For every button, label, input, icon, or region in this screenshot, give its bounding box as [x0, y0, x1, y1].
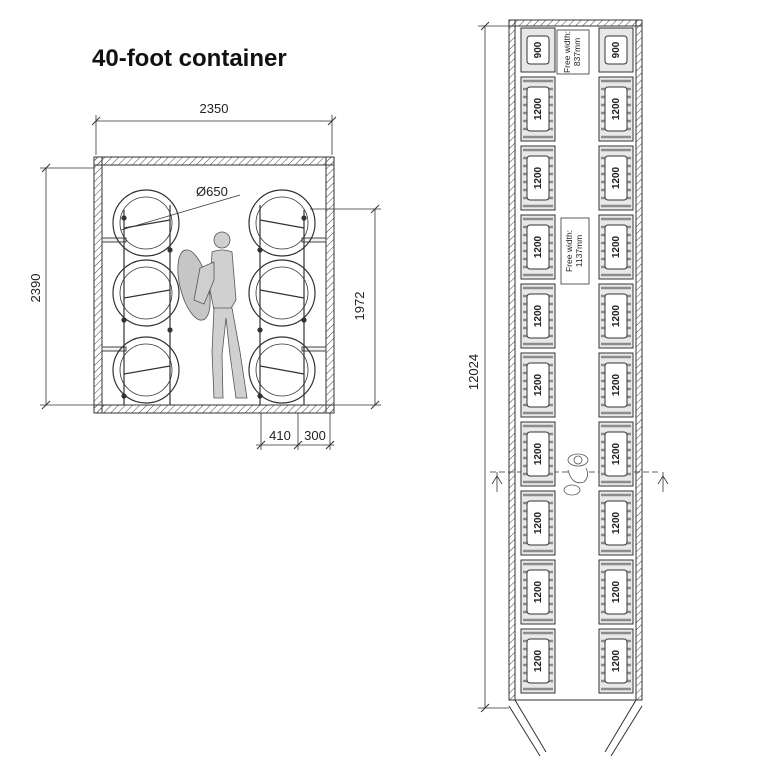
plan-top-modules: 900 900: [520, 27, 634, 73]
tyre-module-right-4: 1200: [598, 283, 634, 349]
tyre-module-right-8: 1200: [598, 559, 634, 625]
tyre-module-label: 1200: [611, 580, 622, 603]
tyre-module-left-5: 1200: [520, 352, 556, 418]
tyre-module-left-6: 1200: [520, 421, 556, 487]
dimension-length: 12024: [466, 21, 509, 713]
plan-tyre-modules: 1200 1200 1200 1200 1200 1200 1200 1200 1200 1200…: [520, 76, 634, 694]
free-width-mid: Free width: 1137mm: [560, 217, 590, 285]
tyre-module-right-9: 1200: [598, 628, 634, 694]
dimension-width: 2350: [91, 101, 337, 155]
plan-view: 12024 900 900 Free w: [466, 19, 669, 757]
person-top-view: [563, 453, 589, 496]
tyre-module-label: 1200: [533, 373, 544, 396]
page-title: 40-foot container: [92, 45, 287, 72]
dimension-height-label: 2390: [28, 274, 43, 303]
tyre-module-label: 1200: [611, 511, 622, 534]
tyre-module-label: 1200: [611, 235, 622, 258]
free-width-mid-line1: Free width:: [564, 230, 574, 272]
tyre-module-label: 1200: [533, 166, 544, 189]
dimension-300-label: 300: [304, 428, 326, 443]
tyre-rack-right: [257, 205, 307, 405]
tyre-module-right-3: 1200: [598, 214, 634, 280]
tyre-module-label: 1200: [611, 649, 622, 672]
dimension-410-label: 410: [269, 428, 291, 443]
tyre-module-label: 1200: [533, 442, 544, 465]
tyre-module-label: 1200: [533, 97, 544, 120]
tyre-module-left-3: 1200: [520, 214, 556, 280]
top-module-right-label: 900: [611, 41, 622, 58]
free-width-top: Free width: 837mm: [556, 29, 590, 75]
tyre-module-left-2: 1200: [520, 145, 556, 211]
tyre-module-right-7: 1200: [598, 490, 634, 556]
tyre-module-right-2: 1200: [598, 145, 634, 211]
container-end: [508, 699, 643, 757]
dimension-height: 2390: [28, 163, 94, 410]
tyre-module-left-9: 1200: [520, 628, 556, 694]
dimension-bottom: 410 300: [256, 413, 335, 450]
person-figure: [177, 231, 248, 399]
top-module-left-label: 900: [533, 41, 544, 58]
diameter-callout: Ø650: [120, 184, 241, 231]
tyre-stack-right: [248, 189, 316, 404]
plan-walls: [508, 19, 643, 701]
tyre-module-label: 1200: [533, 304, 544, 327]
cross-section-view: 2350 2390 1972: [28, 101, 381, 450]
tyre-module-label: 1200: [533, 235, 544, 258]
tyre-module-label: 1200: [533, 580, 544, 603]
free-width-top-line2: 837mm: [572, 38, 582, 66]
tyre-module-label: 1200: [533, 511, 544, 534]
tyre-rack-left: [121, 205, 173, 405]
dimension-length-label: 12024: [466, 354, 481, 390]
container-walls: [93, 156, 335, 414]
tyre-stack-left: [112, 189, 180, 404]
tyre-module-label: 1200: [611, 373, 622, 396]
dimension-width-label: 2350: [200, 101, 229, 116]
tyre-module-right-5: 1200: [598, 352, 634, 418]
tyre-module-left-1: 1200: [520, 76, 556, 142]
tyre-module-label: 1200: [611, 442, 622, 465]
tyre-module-right-1: 1200: [598, 76, 634, 142]
tyre-module-left-8: 1200: [520, 559, 556, 625]
tyre-module-label: 1200: [611, 166, 622, 189]
tyre-module-left-4: 1200: [520, 283, 556, 349]
dimension-rack-height: 1972: [310, 204, 381, 410]
tyre-module-label: 1200: [611, 97, 622, 120]
tyre-module-left-7: 1200: [520, 490, 556, 556]
free-width-top-line1: Free width:: [562, 31, 572, 73]
dimension-rack-height-label: 1972: [352, 292, 367, 321]
free-width-mid-line2: 1137mm: [574, 235, 584, 267]
tyre-module-right-6: 1200: [598, 421, 634, 487]
tyre-module-label: 1200: [611, 304, 622, 327]
tyre-diameter-label: Ø650: [196, 184, 228, 199]
tyre-module-label: 1200: [533, 649, 544, 672]
